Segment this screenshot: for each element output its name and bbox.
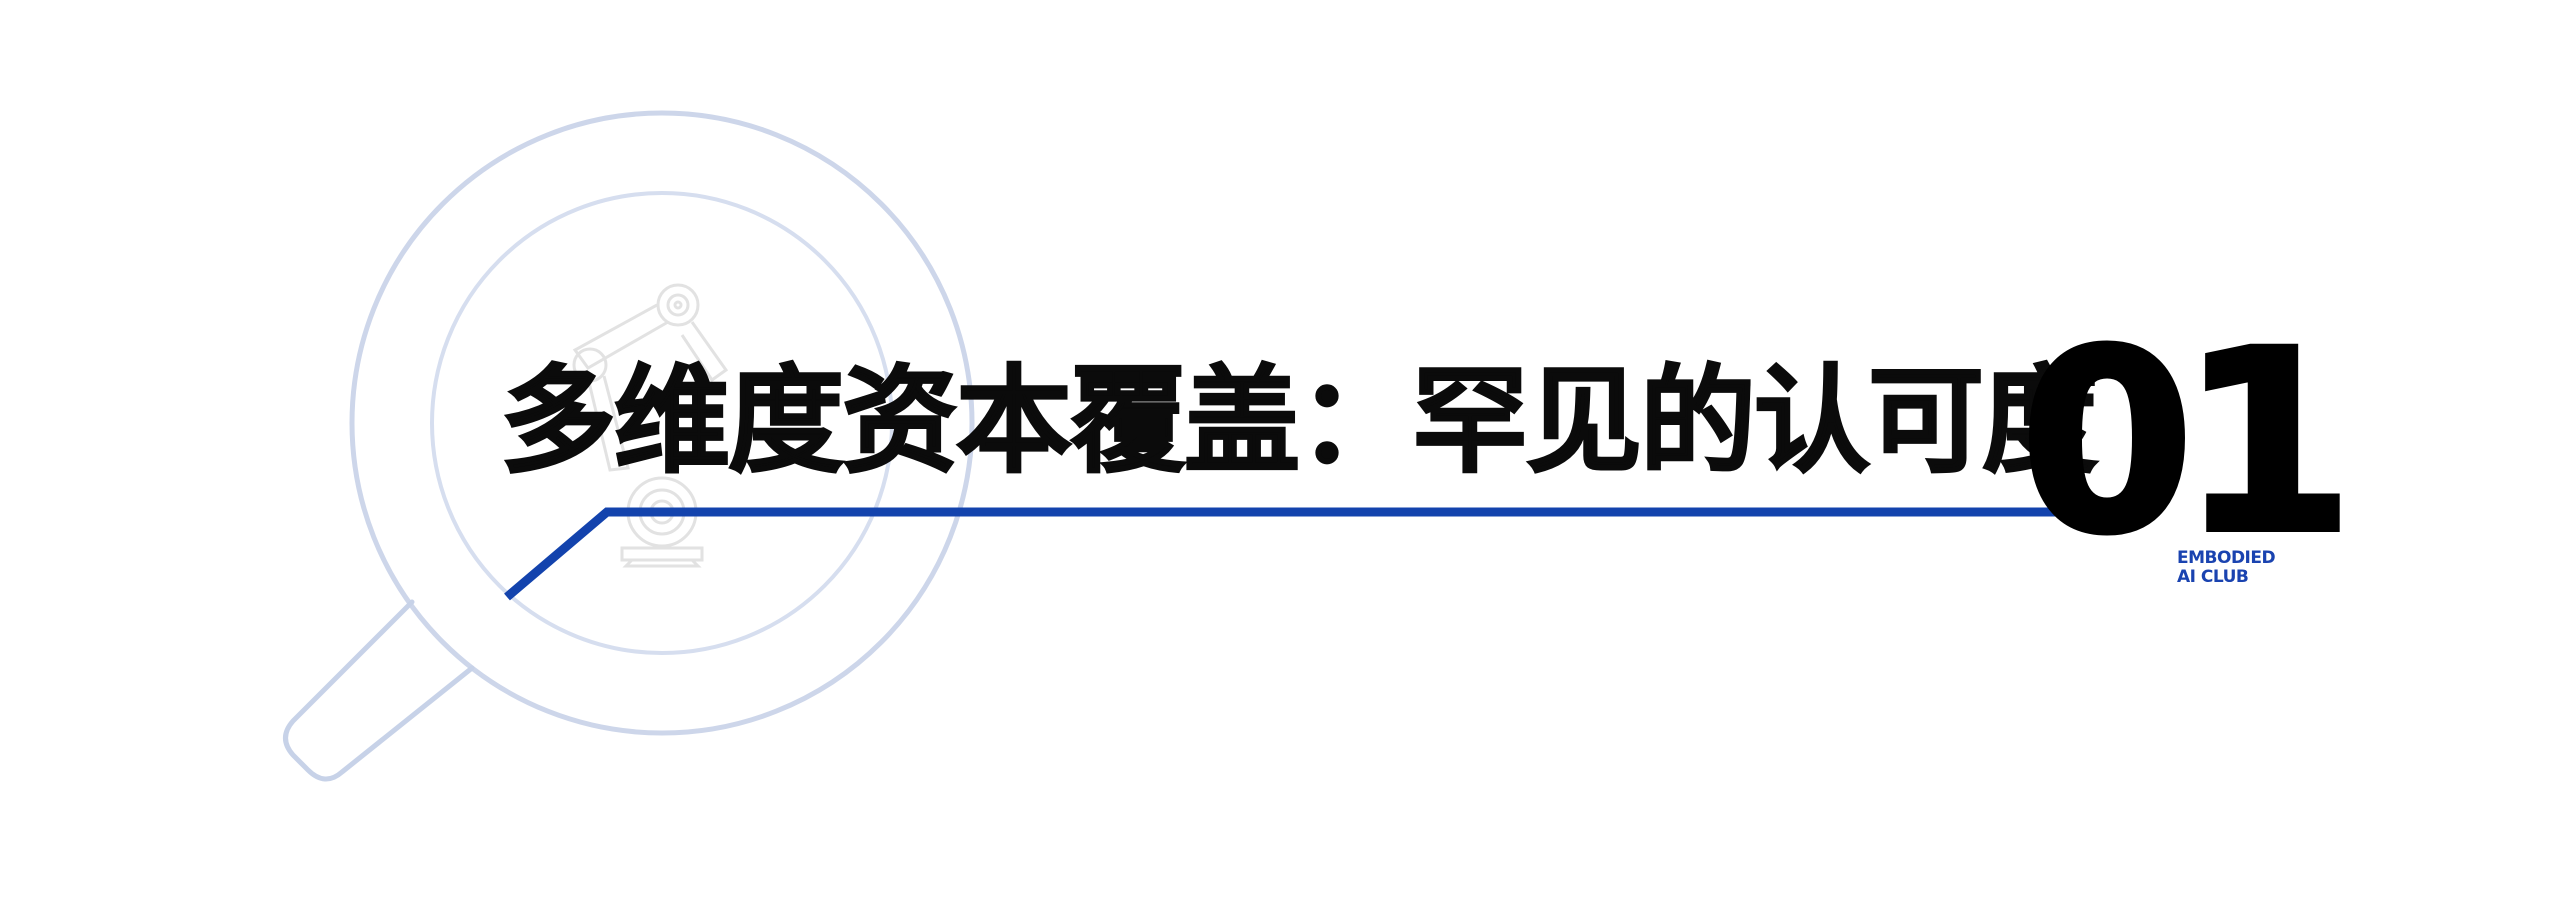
accent-underline xyxy=(504,507,2060,601)
magnifier-inner-lens xyxy=(430,191,894,655)
club-label-line1: EMBODIED xyxy=(2177,548,2276,568)
magnifier-outer-ring xyxy=(349,110,975,736)
magnifier-handle xyxy=(283,599,475,782)
club-label-line2: AI CLUB xyxy=(2177,567,2249,587)
section-number: 01 xyxy=(2017,297,2357,588)
club-label: EMBODIED AI CLUB xyxy=(2177,548,2276,587)
page-title: 多维度资本覆盖：罕见的认可度 xyxy=(499,353,2099,490)
